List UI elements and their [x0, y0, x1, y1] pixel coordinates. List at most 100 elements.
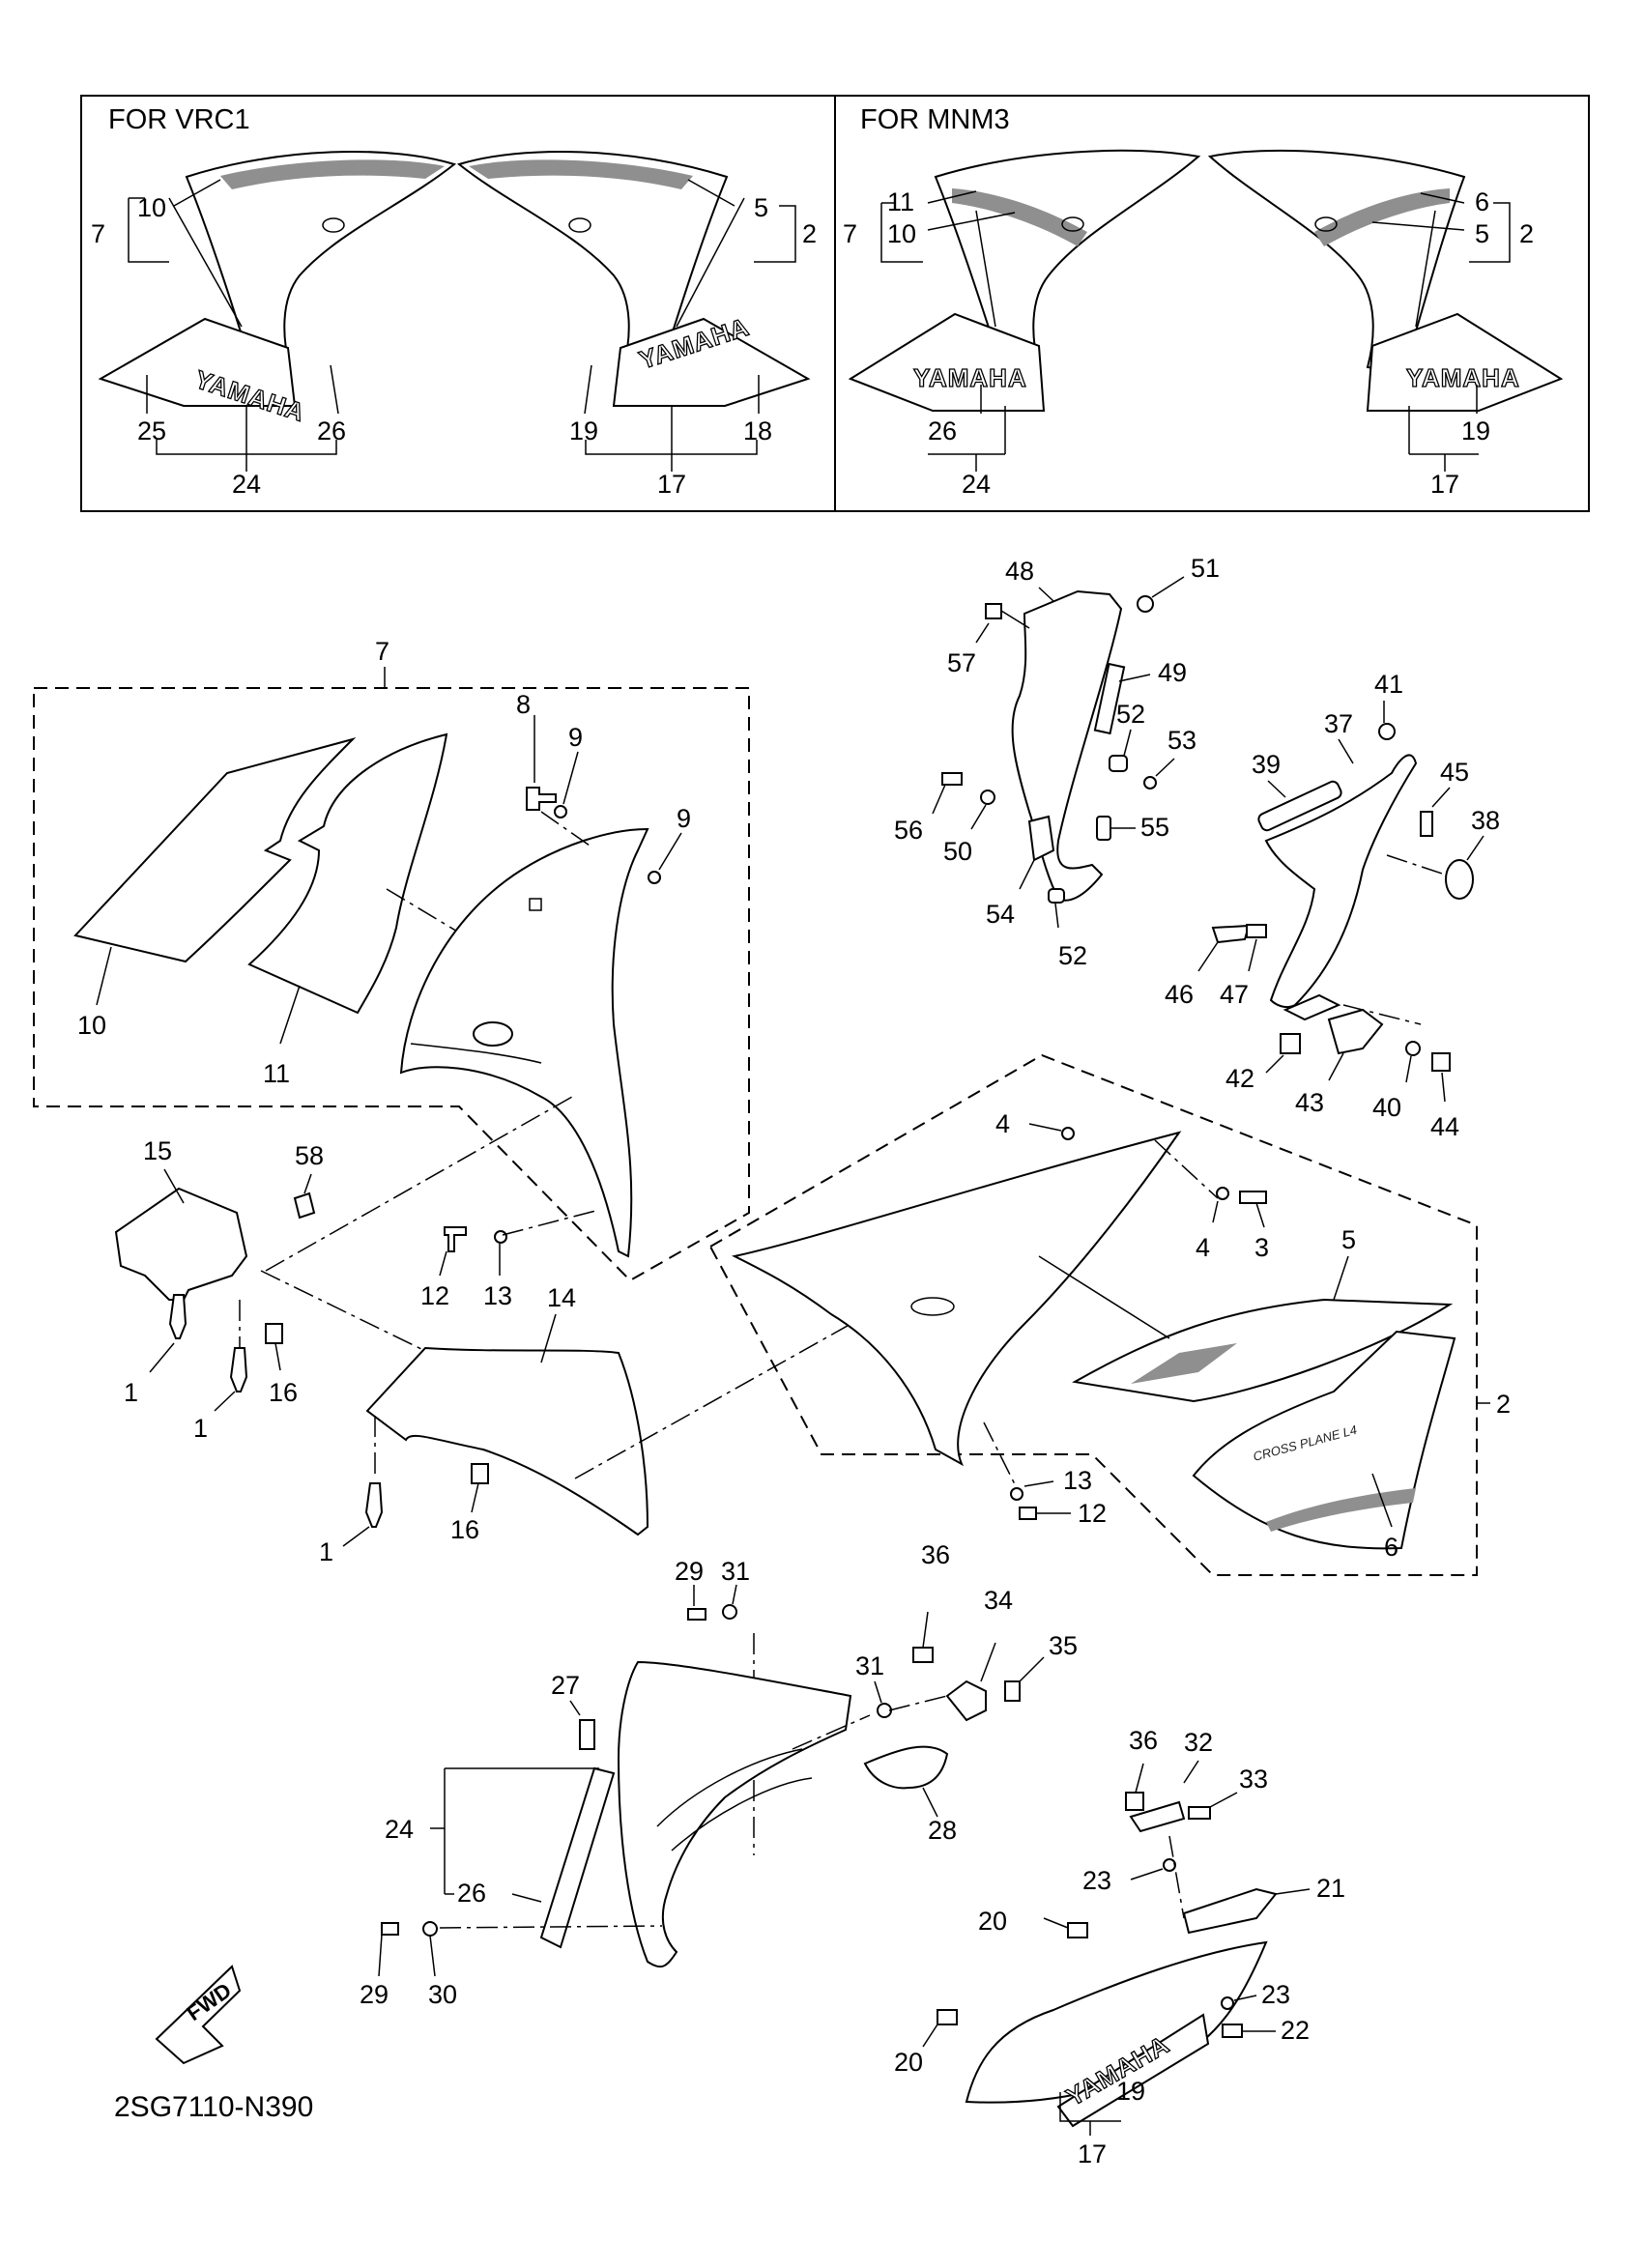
callout-33: 33 — [1239, 1765, 1268, 1794]
stay-32 — [1129, 1800, 1186, 1833]
washer-13b — [1010, 1487, 1023, 1501]
callout-7-mnm3: 7 — [843, 219, 857, 248]
callout-55: 55 — [1140, 813, 1169, 842]
stay-48 — [1011, 589, 1123, 902]
screw-29b — [381, 1922, 399, 1936]
spring-42 — [1280, 1033, 1301, 1054]
clip-58 — [293, 1191, 316, 1220]
group-7-boundary — [33, 687, 750, 1282]
screw-29a — [687, 1608, 706, 1621]
rivet-1c — [364, 1482, 384, 1528]
callout-16a: 16 — [269, 1378, 298, 1407]
bracket-projection — [265, 1096, 573, 1272]
callout-10-main: 10 — [77, 1011, 106, 1040]
callout-6-main: 6 — [1384, 1533, 1398, 1562]
plate-46 — [1211, 924, 1251, 944]
callout-50: 50 — [943, 837, 972, 866]
callout-45: 45 — [1440, 758, 1469, 787]
leader-11 — [279, 985, 301, 1045]
callout-2-mnm3: 2 — [1519, 219, 1534, 248]
panel-vrc1-leaders — [128, 179, 796, 472]
panel-mnm3-leaders — [880, 190, 1511, 472]
group-24-bracket — [444, 1767, 599, 1895]
callout-5: 5 — [754, 193, 768, 222]
cowl-hole-mnm3-left — [1061, 216, 1084, 232]
yamaha-logo-mnm3-left: YAMAHA — [913, 363, 1027, 392]
washer-13 — [494, 1230, 507, 1244]
bolt-33 — [1188, 1806, 1211, 1820]
callout-39: 39 — [1252, 750, 1281, 779]
grommet-52a — [1109, 755, 1128, 772]
callout-19: 19 — [569, 416, 598, 445]
screw-12b — [1019, 1507, 1037, 1520]
lower-cover-link — [574, 1299, 895, 1479]
callout-1b: 1 — [193, 1414, 208, 1443]
callout-20b: 20 — [894, 2048, 923, 2077]
washer-4a — [1061, 1127, 1075, 1140]
callout-35: 35 — [1049, 1631, 1078, 1660]
callout-17: 17 — [657, 470, 686, 499]
callout-38: 38 — [1471, 806, 1500, 835]
pad-28 — [863, 1745, 949, 1790]
bolt-56 — [941, 772, 963, 786]
callout-31a: 31 — [721, 1557, 750, 1586]
callout-4a: 4 — [995, 1109, 1010, 1138]
inner-panel-ridge-2 — [671, 1777, 813, 1852]
screw-3 — [1239, 1191, 1267, 1204]
callout-17-mnm3: 17 — [1430, 470, 1459, 499]
group-17-bracket — [1059, 2092, 1121, 2136]
clip-54 — [1027, 815, 1055, 862]
callout-18: 18 — [743, 416, 772, 445]
callout-44: 44 — [1430, 1112, 1459, 1141]
collar-53 — [1143, 776, 1157, 789]
callout-9a: 9 — [568, 723, 583, 752]
callout-6: 6 — [1475, 187, 1489, 216]
callout-51: 51 — [1191, 554, 1220, 583]
cowling-grommet — [473, 1021, 513, 1047]
cowl-stripe-mnm3-right — [1314, 188, 1450, 246]
group-2-boundary — [709, 1053, 1478, 1576]
washer-4b — [1216, 1187, 1229, 1200]
nut-36b — [1125, 1792, 1144, 1811]
leader-9a-dd — [540, 811, 591, 847]
callout-29a: 29 — [675, 1557, 704, 1586]
callout-47: 47 — [1220, 980, 1249, 1009]
callout-26: 26 — [317, 416, 346, 445]
nut-20a — [1067, 1922, 1088, 1938]
cowling-hole — [910, 1297, 955, 1316]
callout-29b: 29 — [360, 1980, 389, 2009]
leader-26 — [511, 1893, 542, 1903]
leader-10 — [96, 946, 112, 1006]
grommet-52b — [1048, 888, 1065, 904]
callout-12: 12 — [420, 1281, 449, 1310]
callout-9b: 9 — [677, 804, 691, 833]
cowl-stripe-left — [220, 159, 445, 189]
inner-panel-ridge — [656, 1748, 803, 1827]
cowling-inner-edge — [410, 1043, 542, 1064]
screw-8 — [526, 787, 557, 811]
decal-11 — [247, 732, 448, 1015]
callout-22: 22 — [1281, 2016, 1310, 2045]
washer-31a — [722, 1604, 737, 1620]
callout-1c: 1 — [319, 1537, 333, 1566]
decal-19 — [1056, 2013, 1210, 2128]
callout-12b: 12 — [1078, 1499, 1107, 1528]
callout-40: 40 — [1372, 1093, 1401, 1122]
callout-24-main: 24 — [385, 1815, 414, 1844]
cowl-stripe-mnm3-left — [952, 188, 1087, 246]
callout-2-main: 2 — [1496, 1390, 1511, 1419]
callout-8: 8 — [516, 690, 531, 719]
callout-48: 48 — [1005, 557, 1034, 586]
bolt-36a — [912, 1647, 934, 1663]
nut-51 — [1137, 595, 1154, 613]
leader-13-dd — [502, 1209, 600, 1236]
callout-11: 11 — [887, 187, 914, 216]
bolt-57 — [985, 603, 1002, 619]
callout-5-mnm3: 5 — [1475, 219, 1489, 248]
callout-57: 57 — [947, 648, 976, 677]
washer-31b — [877, 1703, 892, 1718]
callout-26-mnm3: 26 — [928, 416, 957, 445]
washer-40 — [1405, 1041, 1421, 1056]
stay-34 — [945, 1679, 987, 1722]
